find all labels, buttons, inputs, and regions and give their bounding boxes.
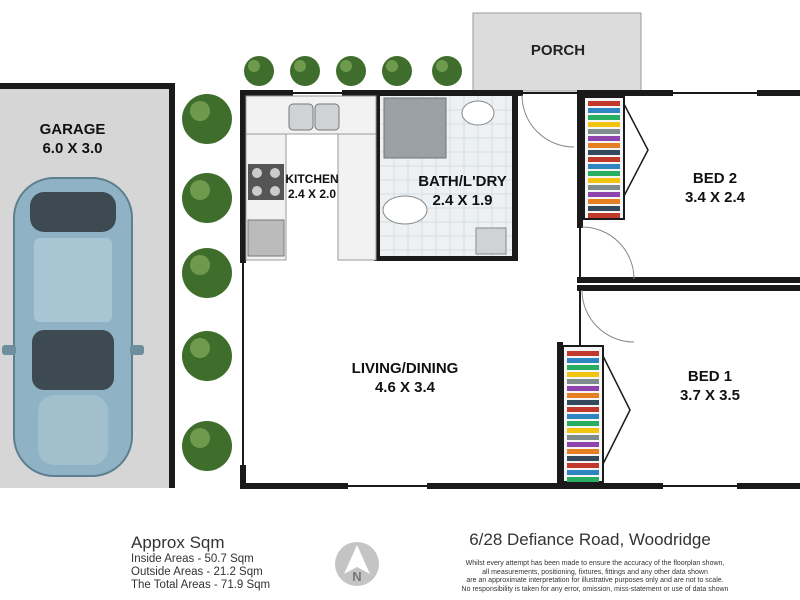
hanger bbox=[588, 178, 620, 183]
hanger bbox=[567, 386, 599, 391]
area-summary: Approx Sqm Inside Areas - 50.7 Sqm Outsi… bbox=[131, 533, 270, 592]
living-label: LIVING/DINING 4.6 X 3.4 bbox=[351, 360, 459, 396]
hanger bbox=[567, 414, 599, 419]
hanger bbox=[567, 435, 599, 440]
hanger bbox=[588, 192, 620, 197]
bath-label: BATH/L'DRY 2.4 X 1.9 bbox=[418, 173, 507, 209]
hanger bbox=[567, 421, 599, 426]
hanger bbox=[567, 463, 599, 468]
hanger bbox=[567, 351, 599, 356]
hanger bbox=[588, 199, 620, 204]
disclaimer-line: No responsibility is taken for any error… bbox=[461, 585, 729, 593]
shrub-row-side bbox=[182, 94, 232, 471]
kitchen-sink bbox=[288, 103, 340, 131]
hanger bbox=[588, 129, 620, 134]
bed1-label: BED 1 3.7 X 3.5 bbox=[679, 368, 741, 404]
porch-floor bbox=[472, 12, 642, 92]
toilet bbox=[382, 195, 428, 225]
hanger bbox=[567, 456, 599, 461]
hanger bbox=[567, 470, 599, 475]
garage-label: GARAGE 6.0 X 3.0 bbox=[39, 121, 106, 157]
hanger bbox=[588, 143, 620, 148]
hanger bbox=[567, 477, 599, 482]
hanger bbox=[567, 442, 599, 447]
hanger bbox=[588, 150, 620, 155]
cooktop bbox=[248, 164, 284, 200]
porch-label: PORCH bbox=[530, 42, 586, 59]
shower bbox=[383, 97, 447, 159]
hanger bbox=[588, 115, 620, 120]
fridge bbox=[247, 219, 285, 257]
hanger bbox=[588, 164, 620, 169]
hanger bbox=[567, 372, 599, 377]
disclaimer-line: are an approximate interpretation for il… bbox=[466, 577, 724, 585]
hanger bbox=[567, 365, 599, 370]
hanger bbox=[588, 122, 620, 127]
bed2-label: BED 2 3.4 X 2.4 bbox=[684, 170, 746, 206]
hanger bbox=[588, 101, 620, 106]
hanger bbox=[567, 379, 599, 384]
hanger bbox=[567, 449, 599, 454]
hanger bbox=[588, 171, 620, 176]
hanger bbox=[567, 393, 599, 398]
compass-icon: N bbox=[335, 542, 379, 586]
shrub-row-top bbox=[244, 56, 462, 86]
area-total: The Total Areas - 71.9 Sqm bbox=[131, 579, 271, 591]
clothes-hangers bbox=[567, 101, 620, 482]
walls bbox=[240, 90, 800, 489]
basin bbox=[461, 100, 495, 126]
area-outside: Outside Areas - 21.2 Sqm bbox=[131, 566, 263, 578]
laundry-tub bbox=[475, 227, 507, 255]
disclaimer: Whilst every attempt has been made to en… bbox=[455, 560, 735, 594]
area-title: Approx Sqm bbox=[131, 533, 225, 552]
garage-wall bbox=[0, 83, 175, 488]
area-inside: Inside Areas - 50.7 Sqm bbox=[131, 553, 254, 565]
hanger bbox=[567, 407, 599, 412]
disclaimer-line: all measurements, positioning, fixtures,… bbox=[482, 568, 708, 576]
hanger bbox=[567, 428, 599, 433]
compass-letter: N bbox=[352, 569, 361, 584]
hanger bbox=[588, 185, 620, 190]
hanger bbox=[588, 213, 620, 218]
property-address: 6/28 Defiance Road, Woodridge bbox=[469, 530, 711, 549]
kitchen-label: KITCHEN 2.4 X 2.0 bbox=[285, 172, 339, 201]
hanger bbox=[588, 157, 620, 162]
car-icon bbox=[2, 177, 144, 477]
hanger bbox=[588, 206, 620, 211]
hanger bbox=[567, 400, 599, 405]
hanger bbox=[588, 108, 620, 113]
disclaimer-line: Whilst every attempt has been made to en… bbox=[465, 560, 725, 567]
hanger bbox=[567, 358, 599, 363]
hanger bbox=[588, 136, 620, 141]
